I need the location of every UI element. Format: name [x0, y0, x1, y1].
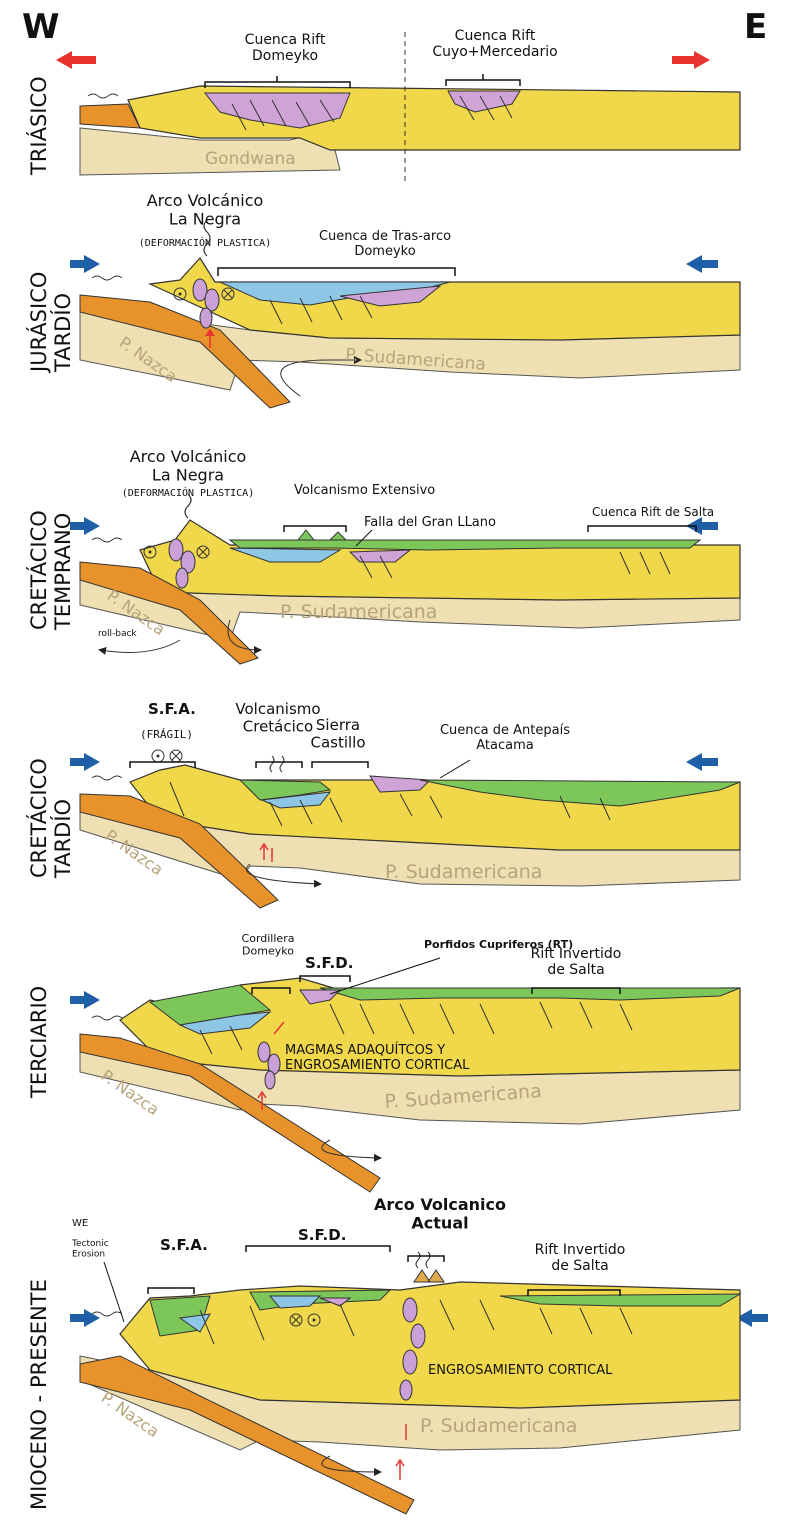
panel-cretacico-tardio: CRETÁCICOTARDÍO S.F.A. (FRÁGIL) Volcanis…: [26, 700, 740, 908]
label-we: WE: [72, 1218, 88, 1229]
bracket-sfa: [148, 1288, 194, 1294]
continental-crust: [140, 520, 740, 600]
compression-arrow-west: [70, 255, 100, 273]
compression-arrow-west: [70, 991, 100, 1009]
panel-mioceno-presente: MIOCENO - PRESENTE WE Tectoni: [27, 1195, 768, 1514]
label-sfd: S.F.D.: [298, 1226, 346, 1244]
bracket-cuyo: [446, 74, 520, 86]
label-sfa: S.F.A.: [148, 700, 196, 718]
label-rift: Rift Invertidode Salta: [531, 946, 622, 978]
label-arc: Arco VolcánicoLa Negra: [130, 447, 247, 484]
label-sudamericana: P. Sudamericana: [385, 861, 542, 883]
continental-crust: [150, 258, 740, 340]
bracket-sierra: [312, 762, 368, 768]
label-sfd: S.F.D.: [305, 954, 353, 972]
era-label: MIOCENO - PRESENTE: [27, 1279, 51, 1510]
west-label: W: [22, 7, 60, 47]
sea-surface: [88, 94, 118, 98]
label-arc-note: (DEFORMACIÓN PLASTICA): [139, 236, 271, 249]
compression-arrow-east: [686, 753, 718, 771]
label-fault: Falla del Gran LLano: [364, 515, 496, 530]
sea-surface: [92, 276, 122, 280]
rollback-arrow: [100, 640, 180, 652]
sea-surface: [92, 776, 122, 780]
era-label: CRETÁCICOTEMPRANO: [26, 510, 75, 631]
era-label: TRIÁSICO: [26, 76, 51, 176]
label-rift: Rift Invertidode Salta: [535, 1242, 626, 1274]
label-arc-note: (DEFORMACIÓN PLASTICA): [122, 486, 254, 499]
label-rift-domeyko: Cuenca RiftDomeyko: [245, 32, 326, 64]
label-volc: Volcanismo Extensivo: [294, 483, 435, 498]
volcanic-plume: [416, 1252, 430, 1268]
east-label: E: [744, 7, 767, 47]
era-label: JURÁSICOTARDÍO: [26, 272, 75, 374]
bracket-volc: [284, 526, 346, 532]
label-rift-salta: Cuenca Rift de Salta: [592, 505, 714, 519]
era-label: CRETÁCICOTARDÍO: [26, 758, 75, 879]
extension-arrow-east: [672, 51, 710, 69]
basin-leader: [440, 760, 470, 778]
label-sudamericana: P. Sudamericana: [420, 1415, 577, 1437]
label-sfa: S.F.A.: [160, 1236, 208, 1254]
sea-surface: [92, 1016, 122, 1020]
bracket-volc: [256, 762, 302, 768]
bracket-rift-salta: [588, 526, 696, 532]
volcanic-plume: [270, 756, 284, 772]
sea-surface: [92, 538, 122, 542]
bracket-back-arc: [218, 268, 455, 276]
label-sudamericana: P. Sudamericana: [280, 601, 437, 623]
label-rollback: roll-back: [98, 629, 137, 639]
bracket-sfd: [246, 1246, 390, 1252]
compression-arrow-east: [686, 255, 718, 273]
bracket-arc: [408, 1256, 444, 1262]
sea-surface: [92, 1312, 122, 1316]
label-fragil: (FRÁGIL): [140, 728, 193, 741]
volcanic-cones: [298, 530, 346, 540]
sierra-castillo-fill: [370, 776, 430, 792]
compression-arrow-east: [736, 1309, 768, 1327]
volcanic-cones: [414, 1270, 444, 1282]
compression-arrow-west: [70, 753, 100, 771]
label-gondwana: Gondwana: [205, 149, 296, 169]
era-label: TERCIARIO: [27, 986, 51, 1099]
label-engros: ENGROSAMIENTO CORTICAL: [428, 1363, 613, 1378]
extension-arrow-west: [56, 51, 96, 69]
